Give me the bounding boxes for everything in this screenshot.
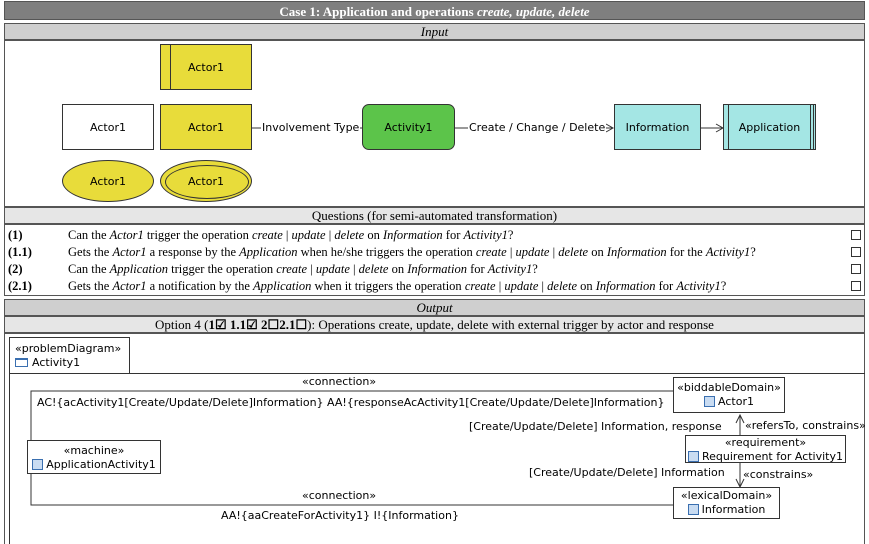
question-number: (1): [8, 228, 23, 242]
involvement-type-label: Involvement Type: [261, 121, 361, 134]
question-checkbox[interactable]: [851, 230, 861, 240]
actor-ellipse-label: Actor1: [90, 174, 126, 188]
requirement-name-row: Requirement for Activity1: [686, 450, 845, 464]
biddable-stereotype: «biddableDomain»: [677, 381, 781, 394]
actor-double-ellipse: Actor1: [160, 160, 252, 202]
question-row-1-1: (1.1) Gets the Actor1 a response by the …: [8, 244, 861, 260]
biddable-name: Actor1: [718, 395, 754, 408]
machine-name: ApplicationActivity1: [46, 458, 156, 471]
biddable-name-row: Actor1: [674, 395, 784, 409]
connection-top-stereotype: «connection»: [302, 375, 377, 388]
question-text: Gets the Actor1 a notification by the Ap…: [68, 279, 727, 293]
document-icon: [32, 459, 44, 470]
question-row-2: (2) Can the Application trigger the oper…: [8, 261, 861, 277]
question-text: Can the Actor1 trigger the operation cre…: [68, 228, 514, 242]
actor-yellow-box: Actor1: [160, 104, 252, 150]
case-title: Case 1: Application and operations creat…: [4, 1, 865, 20]
application-bar-right1: [810, 105, 811, 149]
lexical-name: Information: [701, 503, 766, 516]
option-bar: Option 4 (1☑ 1.1☑ 2☐2.1☐): Operations cr…: [4, 316, 865, 333]
lexical-name-row: Information: [674, 503, 779, 517]
question-checkbox[interactable]: [851, 247, 861, 257]
activity-box: Activity1: [362, 104, 455, 150]
input-frame: [4, 40, 865, 207]
actor-plain-label: Actor1: [90, 120, 126, 134]
connection-bottom-stereotype: «connection»: [302, 489, 377, 502]
option-suffix: ): Operations create, update, delete wit…: [307, 317, 714, 332]
questions-header: Questions (for semi-automated transforma…: [4, 207, 865, 224]
application-bar-right2: [813, 105, 814, 149]
problem-diagram-name-row: Activity1: [15, 356, 124, 370]
refers-stereotype: «refersTo, constrains»: [745, 419, 866, 432]
application-box: Application: [723, 104, 816, 150]
case-title-italic: create, update, delete: [476, 4, 590, 19]
application-bar-left: [728, 105, 729, 149]
question-checkbox[interactable]: [851, 281, 861, 291]
information-box: Information: [614, 104, 701, 150]
problem-diagram-tab[interactable]: «problemDiagram» Activity1: [9, 337, 130, 373]
actor-ellipse: Actor1: [62, 160, 154, 202]
case-title-prefix: Case 1: Application and operations: [279, 4, 477, 19]
actor-top-bar: [170, 45, 171, 89]
actor-top-label: Actor1: [188, 60, 224, 74]
application-label: Application: [738, 120, 801, 134]
output-section-header: Output: [4, 299, 865, 316]
actor-top-box: Actor1: [160, 44, 252, 90]
folder-icon: [15, 358, 28, 367]
requirement-name: Requirement for Activity1: [702, 450, 843, 463]
question-row-2-1: (2.1) Gets the Actor1 a notification by …: [8, 278, 861, 294]
machine-domain[interactable]: «machine» ApplicationActivity1: [27, 440, 161, 474]
question-number: (1.1): [8, 245, 32, 259]
question-number: (2): [8, 262, 23, 276]
refers-text: [Create/Update/Delete] Information, resp…: [469, 420, 722, 433]
operation-label: Create / Change / Delete: [468, 121, 607, 134]
question-row-1: (1) Can the Actor1 trigger the operation…: [8, 227, 861, 243]
problem-diagram-name: Activity1: [32, 356, 81, 369]
document-icon: [704, 396, 716, 407]
lexical-domain[interactable]: «lexicalDomain» Information: [673, 487, 780, 519]
input-section-header: Input: [4, 23, 865, 40]
option-markers: 1☑ 1.1☑ 2☐2.1☐: [208, 317, 308, 332]
actor-plain-box: Actor1: [62, 104, 154, 150]
document-icon: [687, 504, 699, 515]
machine-name-row: ApplicationActivity1: [28, 458, 160, 472]
constrains-stereotype: «constrains»: [743, 468, 814, 481]
biddable-domain[interactable]: «biddableDomain» Actor1: [673, 377, 785, 413]
question-checkbox[interactable]: [851, 264, 861, 274]
operation-arrowhead: [605, 123, 615, 133]
constrains-text: [Create/Update/Delete] Information: [529, 466, 725, 479]
requirement-stereotype: «requirement»: [724, 436, 807, 449]
connection-top-line: [30, 390, 673, 440]
actor-double-ellipse-inner: [165, 165, 249, 199]
question-text: Can the Application trigger the operatio…: [68, 262, 538, 276]
actor-double-ellipse-label: Actor1: [188, 174, 224, 188]
machine-stereotype: «machine»: [63, 444, 125, 457]
connection-bottom-text: AA!{aaCreateForActivity1} I!{Information…: [221, 509, 459, 522]
connection-bottom-line: [30, 474, 673, 506]
problem-diagram-canvas: [9, 373, 865, 544]
lexical-stereotype: «lexicalDomain»: [680, 489, 773, 502]
output-frame: [4, 333, 865, 544]
document-icon: [688, 451, 699, 462]
information-label: Information: [625, 120, 690, 134]
refers-arrowhead: [735, 413, 745, 424]
problem-diagram-stereotype: «problemDiagram»: [15, 342, 122, 355]
question-number: (2.1): [8, 279, 32, 293]
activity-label: Activity1: [384, 120, 433, 134]
actor-yellow-label: Actor1: [188, 120, 224, 134]
option-prefix: Option 4 (: [155, 317, 209, 332]
requirement-box[interactable]: «requirement» Requirement for Activity1: [685, 435, 846, 463]
connection-top-text: AC!{acActivity1[Create/Update/Delete]Inf…: [37, 396, 665, 409]
questions-frame: [4, 224, 865, 296]
question-text: Gets the Actor1 a response by the Applic…: [68, 245, 756, 259]
